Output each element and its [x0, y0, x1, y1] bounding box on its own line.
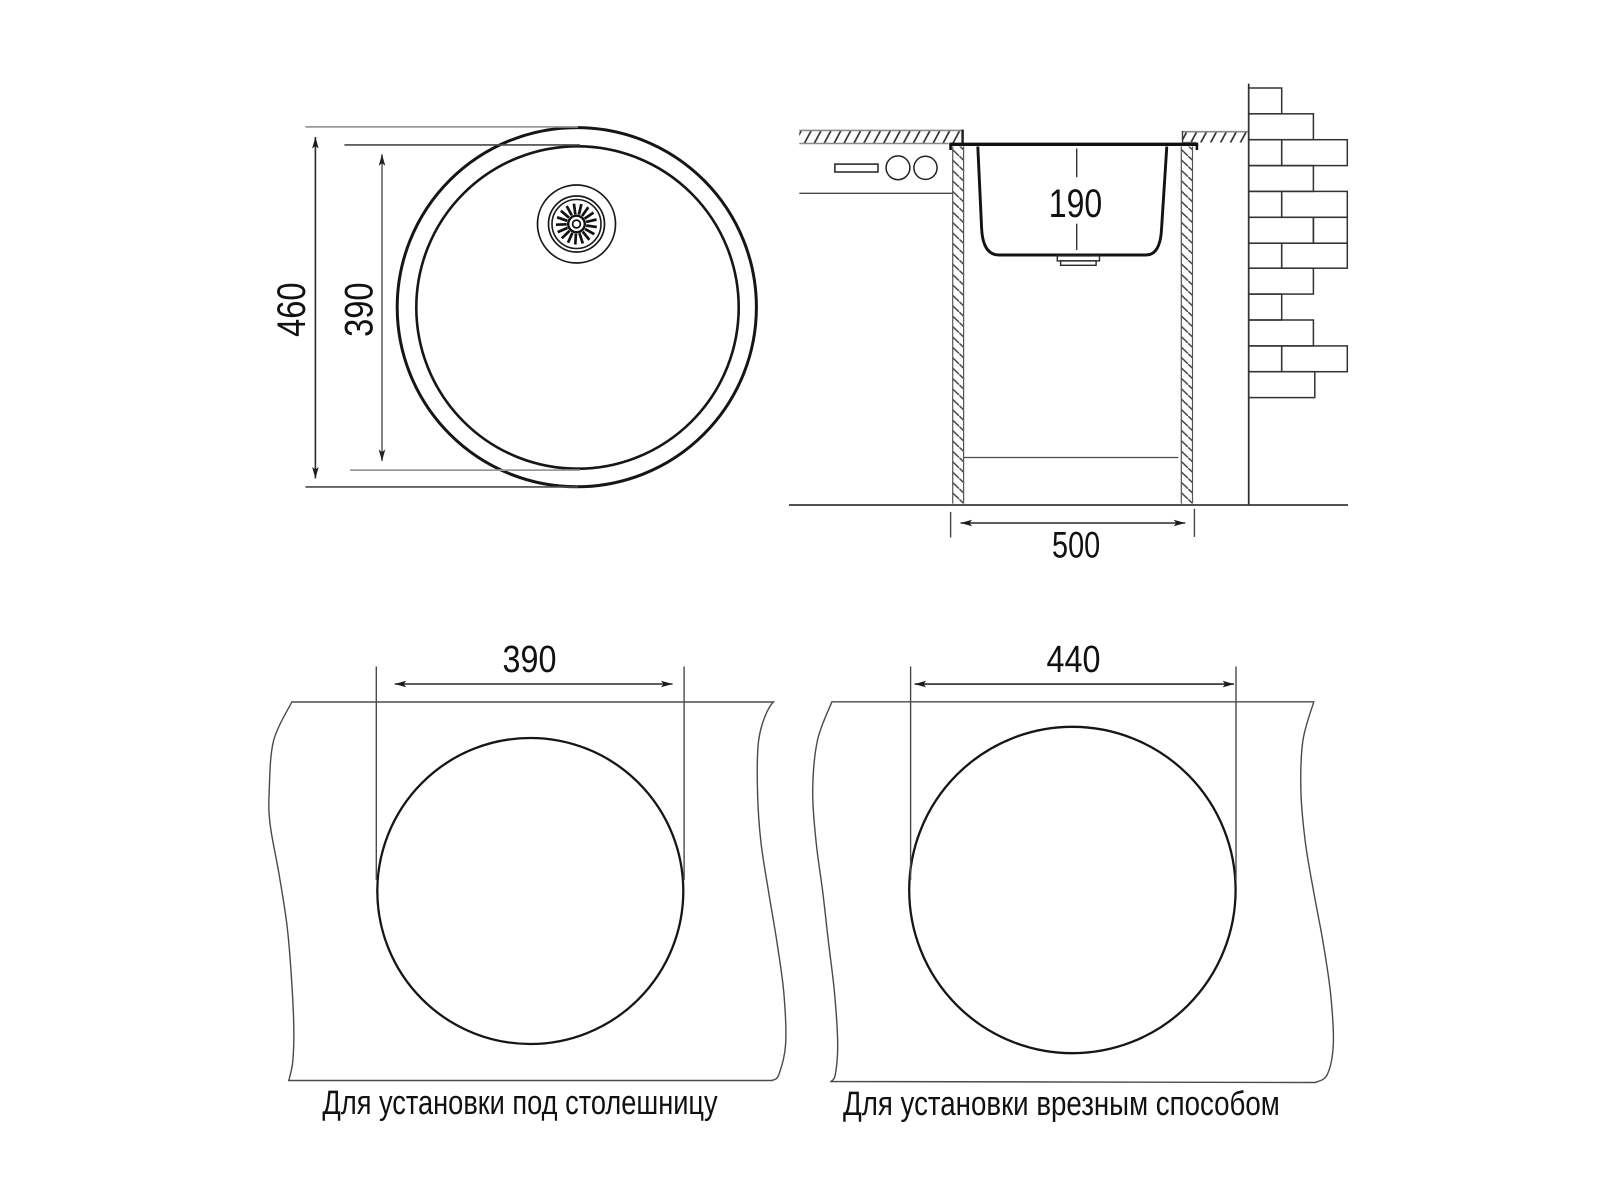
- svg-text:460: 460: [270, 282, 314, 336]
- svg-text:500: 500: [1052, 524, 1100, 565]
- svg-text:190: 190: [1049, 182, 1102, 226]
- svg-text:390: 390: [337, 282, 381, 336]
- svg-text:440: 440: [1047, 639, 1101, 681]
- svg-text:390: 390: [503, 639, 557, 681]
- svg-text:Для установки врезным способом: Для установки врезным способом: [843, 1085, 1280, 1123]
- svg-text:Для установки под столешницу: Для установки под столешницу: [322, 1084, 717, 1122]
